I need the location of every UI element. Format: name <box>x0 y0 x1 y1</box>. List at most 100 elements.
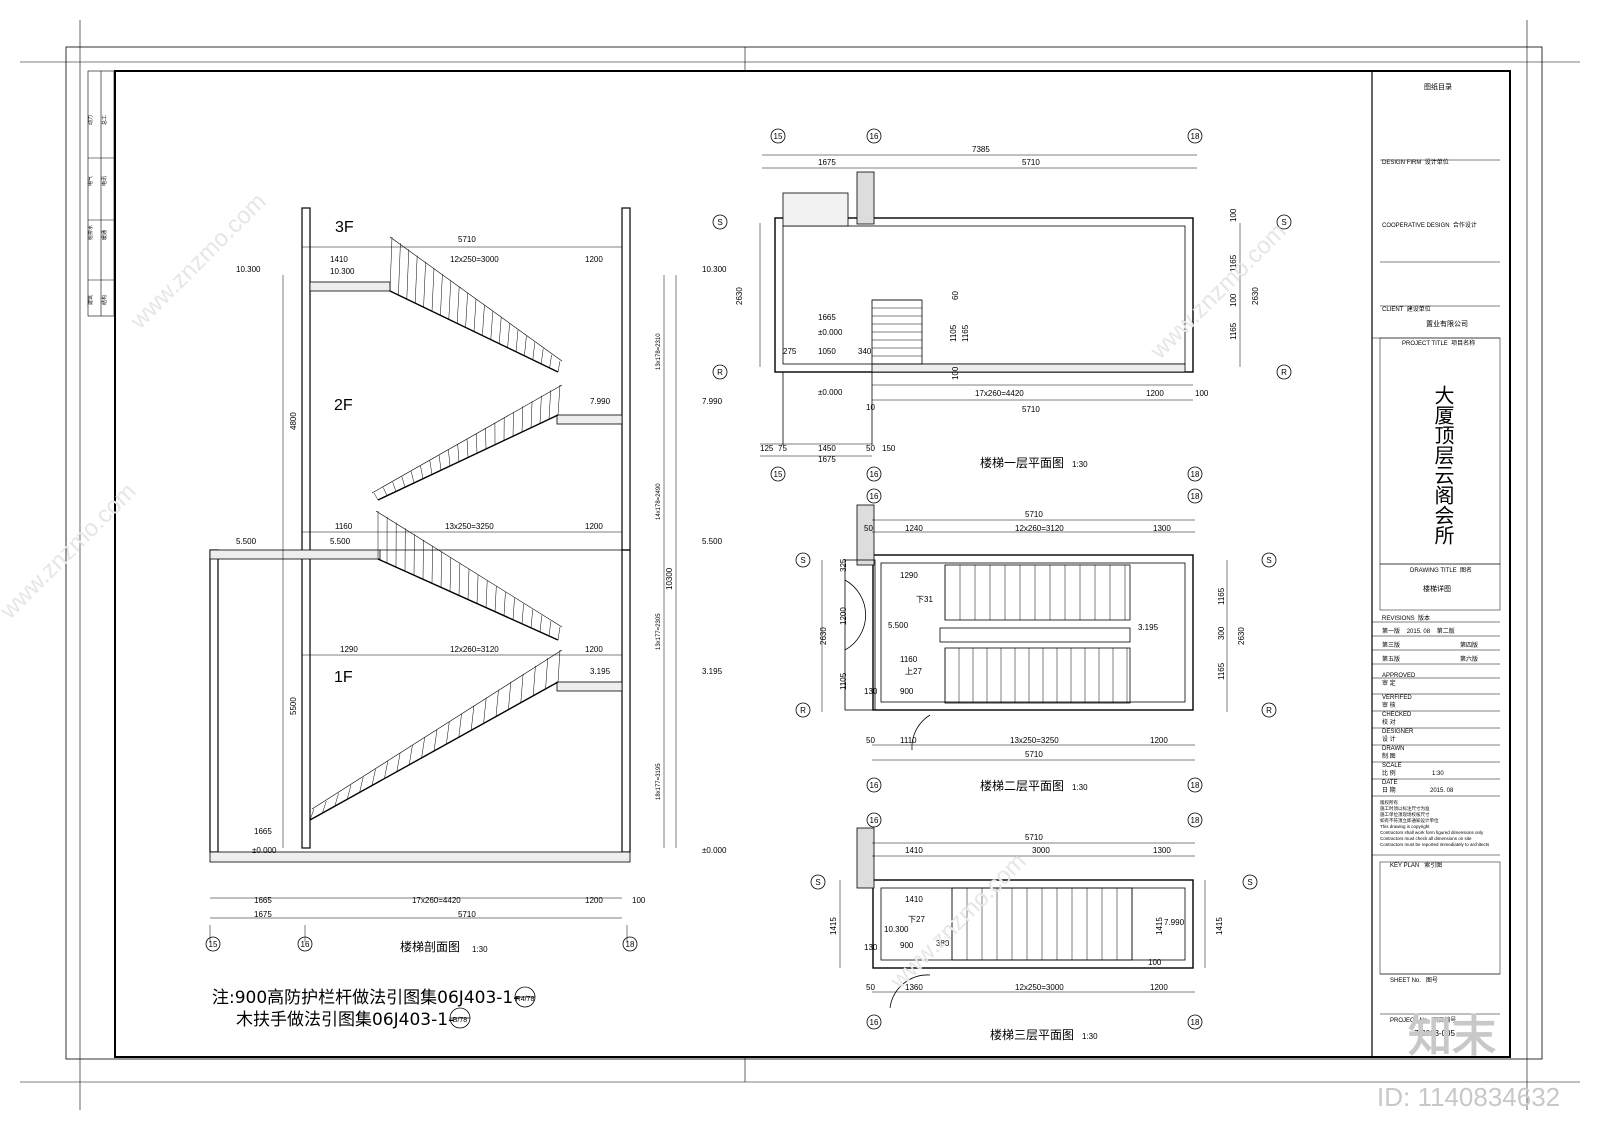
stamp-text-1: 给排水 <box>87 225 94 240</box>
tb-rev4: 第四版 <box>1460 643 1479 649</box>
plan3-dim-j: 1415 <box>829 917 838 935</box>
tb-rev2: 第二版 <box>1436 629 1455 635</box>
section-dim-v-total: 10300 <box>665 567 674 590</box>
plan2-dim-d2: 50 <box>866 736 875 745</box>
baluster <box>540 348 544 364</box>
section-axis-15: 15 <box>209 940 218 949</box>
tb-rev1-date: 2015. 08 <box>1406 629 1431 635</box>
tb-date-cn: 日 期 <box>1382 788 1396 794</box>
plan3-dim-top: 5710 <box>1025 833 1043 842</box>
tb-key-plan-en: KEY PLAN <box>1390 863 1420 869</box>
tb-sheet-no-en: SHEET No. <box>1390 978 1421 984</box>
baluster <box>359 777 364 793</box>
baluster <box>371 769 376 786</box>
stamp-text-4: 电讯 <box>101 176 108 186</box>
baluster <box>545 657 548 689</box>
baluster <box>414 255 418 304</box>
baluster <box>401 476 406 488</box>
tb-design-firm: DESIGN FIRM 设计单位 <box>1382 159 1449 167</box>
tb-revisions-en: REVISIONS <box>1382 616 1415 622</box>
baluster <box>490 311 494 340</box>
plan1-scale: 1:30 <box>1072 460 1088 469</box>
section-elev-10300-i: 10.300 <box>330 267 355 276</box>
baluster <box>507 323 510 348</box>
plan2-view <box>795 488 1277 793</box>
tb-client-cn: 建设单位 <box>1406 307 1431 313</box>
tb-verified-en: VERFIFED <box>1382 695 1412 701</box>
section-balusters <box>309 236 561 821</box>
plan3-level-1: 10.300 <box>884 925 909 934</box>
plan3-dim-b: 3000 <box>1032 846 1050 855</box>
section-dim-bottom-e: 1675 <box>254 910 272 919</box>
plan2-dim-h: 130 <box>864 687 878 696</box>
plan1-row-r-l: R <box>717 368 723 377</box>
baluster <box>438 455 442 471</box>
section-axis-16: 16 <box>301 940 310 949</box>
plan1-row-s-r: S <box>1281 218 1286 227</box>
section-dim-mid-a: 1160 <box>335 522 353 531</box>
tb-drawing-title: DRAWING TITLE 图名 <box>1410 567 1472 575</box>
tb-design-firm-en: DESIGN FIRM <box>1382 160 1422 166</box>
plan2-dim-g: 900 <box>900 687 914 696</box>
section-dim-bottom-a: 1665 <box>254 827 272 836</box>
plan1-dim-r2: 1165 <box>1229 322 1238 340</box>
baluster <box>373 492 379 501</box>
section-title: 楼梯剖面图 <box>400 939 460 954</box>
baluster <box>383 487 388 496</box>
watermark-text-3: www.znzmo.com <box>1144 218 1291 365</box>
tb-approved: APPROVED 审 定 <box>1382 672 1415 688</box>
baluster <box>530 609 533 628</box>
section-elev-5500-i: 5.500 <box>330 537 351 546</box>
note-line-2: 木扶手做法引图集06J403-1- <box>236 1010 454 1030</box>
tb-project-title-cn: 项目名称 <box>1451 341 1476 347</box>
plan2-dim-r: 1200 <box>839 607 848 625</box>
plan1-axis-16-top: 16 <box>870 132 879 141</box>
baluster <box>465 292 468 328</box>
note-ref-circles <box>449 986 536 1029</box>
baluster <box>440 551 442 588</box>
tb-approved-cn: 审 定 <box>1382 681 1396 687</box>
plan2-row-s-r: S <box>1266 556 1271 565</box>
plan1-level-2: ±0.000 <box>818 388 843 397</box>
plan1-dim-m: 125 <box>760 444 774 453</box>
tb-approved-en: APPROVED <box>1382 673 1416 679</box>
tb-scale-en: SCALE <box>1382 763 1402 769</box>
plan1-axis-18-top: 18 <box>1191 132 1200 141</box>
plan1-row-r-r: R <box>1281 368 1287 377</box>
plan1-dim-q2: 2630 <box>1251 287 1260 305</box>
baluster <box>520 673 524 703</box>
tb-sheet-no: SHEET No. 图号 <box>1390 977 1438 985</box>
plan3-steps-down: 下27 <box>908 915 925 924</box>
tb-project-no-cn: 项目编号 <box>1432 1018 1457 1024</box>
plan1-dim-s: 1105 <box>949 324 958 342</box>
plan1-view <box>712 128 1292 482</box>
plan2-dim-b: 12x260=3120 <box>1015 524 1064 533</box>
plan1-dim-r: 1165 <box>1229 254 1238 272</box>
plan1-title: 楼梯一层平面图 <box>980 455 1064 470</box>
tb-revisions-cn: 版本 <box>1418 616 1431 622</box>
section-elev-10300-l: 10.300 <box>236 265 261 274</box>
plan3-title: 楼梯三层平面图 <box>990 1027 1074 1042</box>
section-elev-7990-r: 7.990 <box>702 397 723 406</box>
tb-rev6: 第六版 <box>1460 657 1479 663</box>
section-axes <box>205 936 638 952</box>
section-elev-0-i: ±0.000 <box>252 846 277 855</box>
plan3-axis-16-top: 16 <box>870 816 879 825</box>
plan3-row-s-r: S <box>1247 878 1252 887</box>
section-dim-low-a: 1290 <box>340 645 358 654</box>
tb-project-title: PROJECT TITLE 项目名称 <box>1402 340 1475 348</box>
plan1-axis-15-bot: 15 <box>774 470 783 479</box>
plan2-axis-16-top: 16 <box>870 492 879 501</box>
plan3-dim-e: 900 <box>900 941 914 950</box>
tb-project-name: 大厦顶层云阁会所 <box>1431 385 1455 545</box>
plan1-row-s-l: S <box>717 218 722 227</box>
plan2-dim-n: 1165 <box>1217 587 1226 605</box>
tb-client-en: CLIENT <box>1382 307 1404 313</box>
baluster <box>521 406 524 433</box>
note-ref-2: B/78 <box>453 1017 468 1024</box>
baluster <box>557 626 561 641</box>
plan2-title: 楼梯二层平面图 <box>980 778 1064 793</box>
baluster <box>423 261 426 308</box>
